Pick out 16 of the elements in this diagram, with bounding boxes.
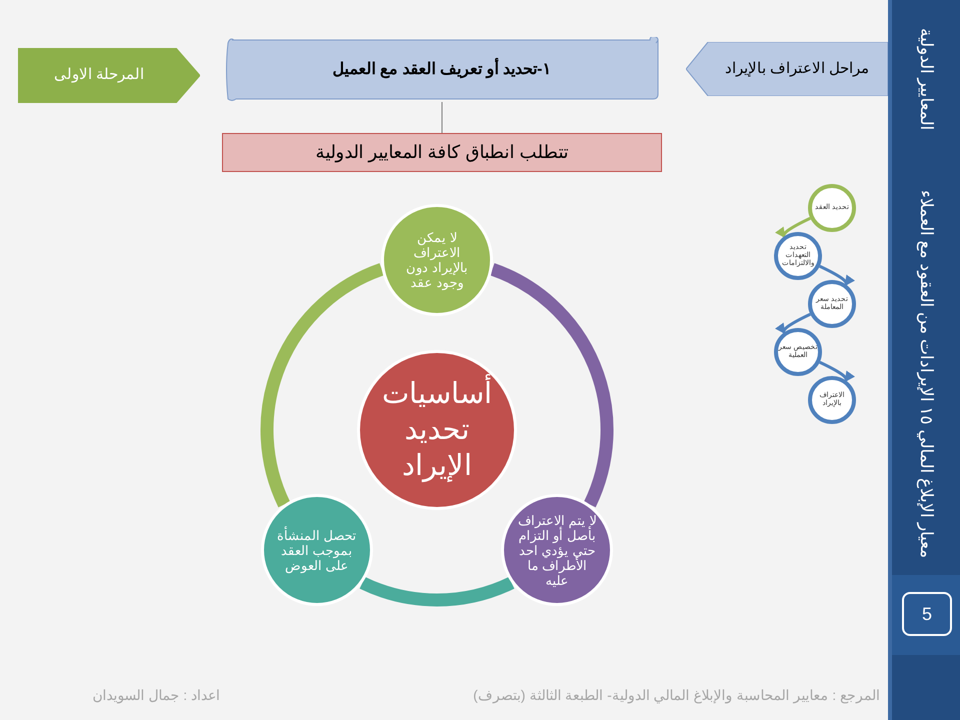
circle-text: لا يتم الاعتراف بأصل أو التزام حتي يؤدي احد الأطراف ما عليه bbox=[517, 512, 598, 588]
tag-text: المرحلة الاولى bbox=[54, 66, 144, 84]
tag-text: مراحل الاعتراف بالإيراد bbox=[724, 60, 870, 77]
note-text: تتطلب انطباق كافة المعايير الدولية bbox=[315, 141, 568, 164]
author-note: اعداد : جمال السويدان bbox=[92, 687, 220, 703]
circle-text: لا يمكن الاعتراف بالإيراد دون وجود عقد bbox=[405, 230, 469, 290]
source-note: المرجع : معايير المحاسبة والإبلاغ المالي الدولية- الطبعة الثالثة (بتصرف) bbox=[473, 687, 880, 703]
note-box bbox=[222, 133, 662, 172]
sidebar-band bbox=[888, 0, 960, 720]
page-number-box bbox=[902, 592, 952, 636]
sidebar-title: المعايير الدولية bbox=[916, 28, 937, 131]
circle-text: تحصل المنشأة بموجب العقد على العوض bbox=[276, 528, 358, 573]
center-text: أساسيات تحديد الإيراد bbox=[358, 376, 516, 484]
page-number: 5 bbox=[922, 602, 932, 626]
ring-arc bbox=[360, 576, 514, 606]
sidebar-title: معيار الإبلاغ المالي ١٥ الإيرادات من العقود مع العملاء bbox=[916, 190, 937, 558]
